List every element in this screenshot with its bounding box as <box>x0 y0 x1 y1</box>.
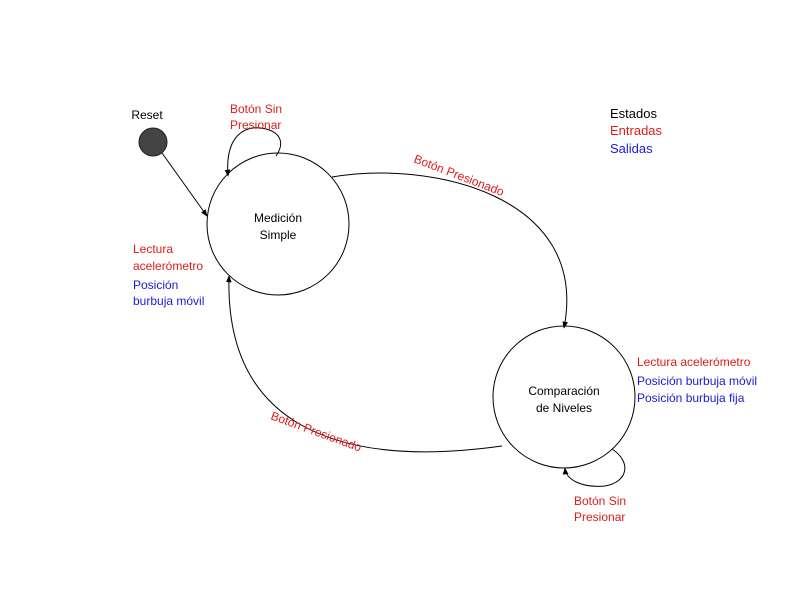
transition-comparacion-to-medicion-label: Botón Presionado <box>269 409 364 455</box>
state-medicion-label-2: Simple <box>260 228 297 242</box>
self-loop-comparacion-label-2: Presionar <box>574 510 625 524</box>
state-comparacion-label-2: de Niveles <box>536 401 592 415</box>
self-loop-medicion-arrow <box>224 127 282 177</box>
reset-arrow <box>161 152 208 217</box>
self-loop-medicion-label-2: Presionar <box>230 118 281 132</box>
medicion-input-label-1: Lectura <box>133 242 173 256</box>
legend-states: Estados <box>610 106 657 121</box>
reset-label: Reset <box>131 108 163 122</box>
self-loop-comparacion-label-1: Botón Sin <box>574 494 626 508</box>
state-medicion-label-1: Medición <box>254 211 302 225</box>
medicion-output-label-2: burbuja móvil <box>133 294 204 308</box>
transition-comparacion-to-medicion <box>226 275 503 453</box>
legend-outputs: Salidas <box>610 141 653 156</box>
self-loop-comparacion-arrow <box>562 448 626 487</box>
comparacion-output-label-2: Posición burbuja fija <box>637 391 745 405</box>
medicion-output-label-1: Posición <box>133 278 178 292</box>
state-comparacion-label-1: Comparación <box>528 384 599 398</box>
comparacion-input-label: Lectura acelerómetro <box>637 355 751 369</box>
self-loop-medicion-label-1: Botón Sin <box>230 102 282 116</box>
comparacion-output-label-1: Posición burbuja móvil <box>637 374 757 388</box>
reset-node <box>138 127 168 157</box>
legend-inputs: Entradas <box>610 123 663 138</box>
transition-medicion-to-comparacion <box>331 172 568 329</box>
medicion-input-label-2: acelerómetro <box>133 259 203 273</box>
transition-medicion-to-comparacion-label: Botón Presionado <box>412 152 506 199</box>
